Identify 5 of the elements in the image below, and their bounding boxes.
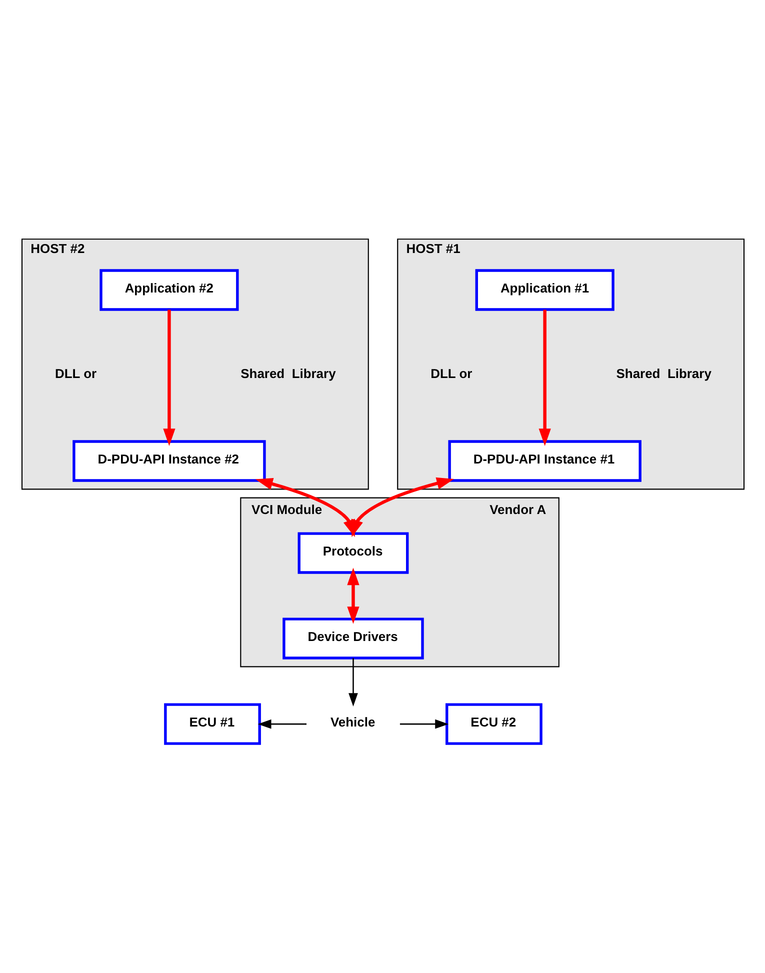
node-text: Vehicle	[330, 714, 375, 729]
label: DLL or	[430, 365, 472, 380]
label: DLL or	[54, 365, 96, 380]
label: Shared Library	[240, 365, 336, 380]
label: Shared Library	[616, 365, 711, 380]
